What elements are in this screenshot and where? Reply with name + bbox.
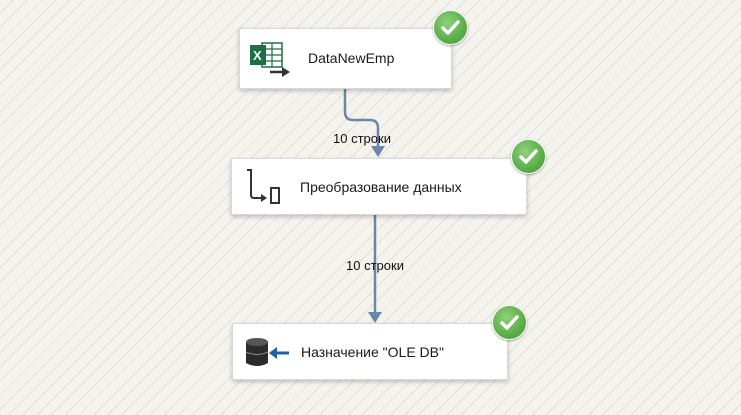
ole-db-destination-icon [245,338,289,366]
path-row-count-label-1: 10 строки [333,131,391,146]
data-conversion-component[interactable]: Преобразование данных [231,158,527,215]
data-conversion-label: Преобразование данных [300,179,462,195]
path-source-to-transform[interactable] [343,89,385,157]
ole-db-destination-component[interactable]: Назначение "OLE DB" [232,323,508,380]
success-check-icon [433,10,468,45]
path-transform-to-destination[interactable] [368,215,382,323]
excel-source-label: DataNewEmp [308,50,395,66]
excel-source-icon: X [250,42,290,77]
data-conversion-icon [247,169,280,204]
svg-text:X: X [253,48,262,63]
success-check-icon [492,305,527,340]
excel-source-component[interactable]: X DataNewEmp [239,28,452,89]
success-check-icon [511,139,546,174]
ole-db-destination-label: Назначение "OLE DB" [301,344,444,360]
path-row-count-label-2: 10 строки [346,258,404,273]
